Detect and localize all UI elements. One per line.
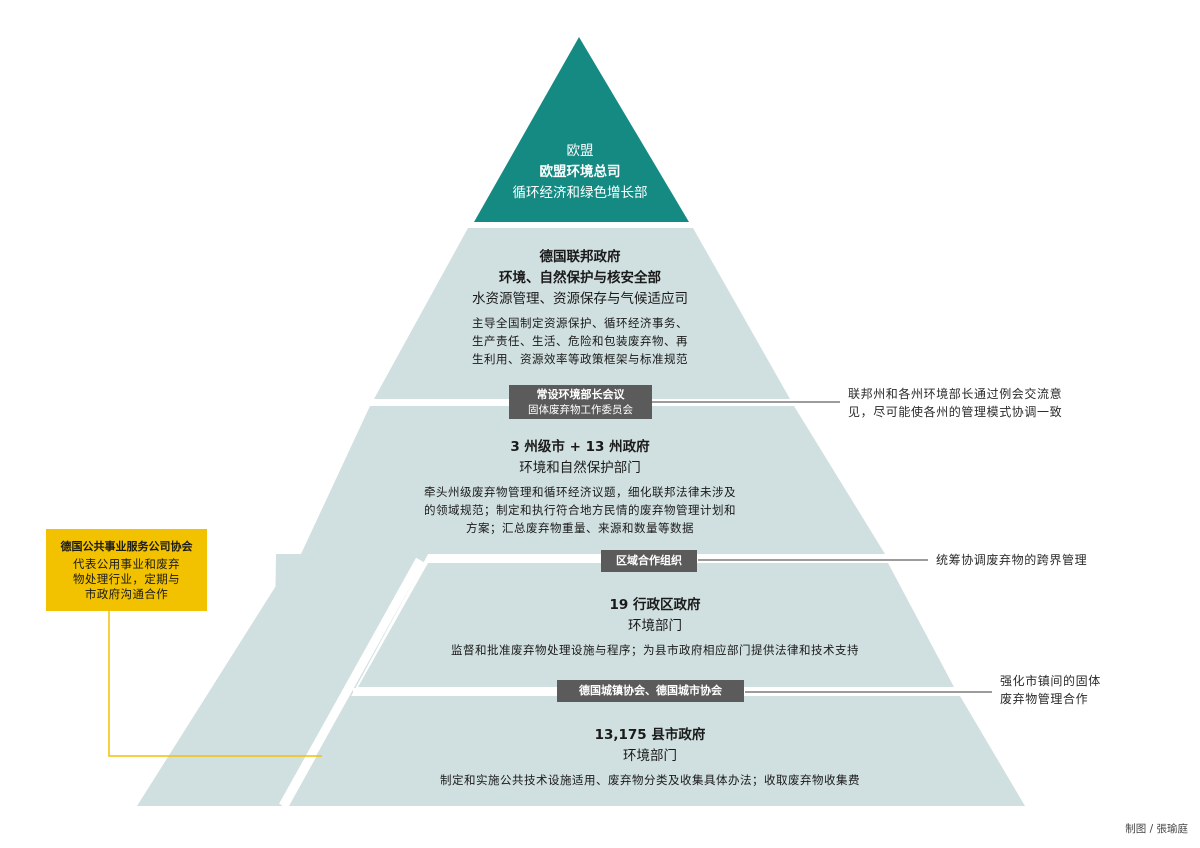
federal-ministry: 环境、自然保护与核安全部 [499, 270, 661, 286]
state-description: 牵头州级废弃物管理和循环经济议题，细化联邦法律未涉及 的领域规范；制定和执行符合… [380, 483, 780, 537]
federal-tier: 德国联邦政府 环境、自然保护与核安全部 水资源管理、资源保存与气候适应司 主导全… [400, 247, 760, 368]
federal-department: 水资源管理、资源保存与气候适应司 [472, 291, 688, 307]
note-municipal: 强化市镇间的固体 废弃物管理合作 [1000, 672, 1101, 708]
separator-band [279, 557, 424, 809]
left-flank-shape [137, 554, 420, 806]
eu-directorate: 欧盟环境总司 [539, 164, 621, 180]
state-tier: 3 州级市 + 13 州政府 环境和自然保护部门 牵头州级废弃物管理和循环经济议… [380, 437, 780, 537]
association-title: 德国公共事业服务公司协会 [60, 540, 193, 553]
conference-label: 常设环境部长会议 [536, 388, 625, 401]
desc-line: 生产责任、生活、危险和包装废弃物、再 [472, 334, 688, 348]
desc-line: 方案；汇总废弃物重量、来源和数量等数据 [466, 521, 694, 535]
desc-line: 生利用、资源效率等政策框架与标准规范 [472, 352, 688, 366]
district-description: 监督和批准废弃物处理设施与程序；为县市政府相应部门提供法律和技术支持 [395, 641, 915, 659]
county-gov: 13,175 县市政府 [594, 727, 706, 743]
district-tier: 19 行政区政府 环境部门 监督和批准废弃物处理设施与程序；为县市政府相应部门提… [395, 595, 915, 659]
eu-tier-shape [474, 37, 689, 222]
conference-tag: 常设环境部长会议 固体废弃物工作委员会 [509, 385, 652, 419]
eu-label: 欧盟 [566, 143, 594, 159]
federal-tier-shape [374, 228, 790, 399]
note-ministers: 联邦州和各州环境部长通过例会交流意 见，尽可能使各州的管理模式协调一致 [848, 385, 1062, 421]
note-line: 见，尽可能使各州的管理模式协调一致 [848, 405, 1063, 419]
association-box: 德国公共事业服务公司协会 代表公用事业和废弃 物处理行业，定期与 市政府沟通合作 [46, 529, 207, 611]
county-description: 制定和实施公共技术设施适用、废弃物分类及收集具体办法；收取废弃物收集费 [380, 771, 920, 789]
desc-line: 代表公用事业和废弃 [72, 557, 181, 571]
desc-line: 的领域规范；制定和执行符合地方民情的废弃物管理计划和 [424, 503, 736, 517]
regional-tag: 区域合作组织 [601, 550, 697, 572]
municipal-assoc-label: 德国城镇协会、德国城市协会 [579, 684, 722, 697]
desc-line: 市政府沟通合作 [84, 587, 169, 601]
district-department: 环境部门 [628, 618, 682, 634]
state-department: 环境和自然保护部门 [519, 460, 641, 476]
credit-text: 制图 / 張瑜庭 [1125, 823, 1188, 835]
committee-label: 固体废弃物工作委员会 [528, 404, 633, 416]
desc-line: 物处理行业，定期与 [72, 572, 181, 586]
eu-tier: 欧盟 欧盟环境总司 循环经济和绿色增长部 [480, 141, 680, 204]
assoc-connector-line [108, 611, 322, 757]
county-tier-shape [289, 696, 1025, 806]
federal-gov: 德国联邦政府 [539, 249, 621, 265]
district-tier-shape [358, 563, 954, 687]
county-tier: 13,175 县市政府 环境部门 制定和实施公共技术设施适用、废弃物分类及收集具… [380, 725, 920, 789]
note-line: 联邦州和各州环境部长通过例会交流意 [848, 387, 1063, 401]
note-line: 强化市镇间的固体 [1000, 674, 1101, 688]
desc-line: 制定和实施公共技术设施适用、废弃物分类及收集具体办法；收取废弃物收集费 [440, 773, 860, 787]
association-description: 代表公用事业和废弃 物处理行业，定期与 市政府沟通合作 [46, 557, 207, 602]
eu-department: 循环经济和绿色增长部 [512, 185, 648, 201]
district-gov: 19 行政区政府 [609, 597, 701, 613]
note-line: 废弃物管理合作 [1000, 692, 1089, 706]
note-regional: 统筹协调废弃物的跨界管理 [936, 551, 1087, 569]
county-department: 环境部门 [623, 748, 677, 764]
desc-line: 监督和批准废弃物处理设施与程序；为县市政府相应部门提供法律和技术支持 [451, 643, 859, 657]
state-tier-shape [273, 406, 885, 757]
desc-line: 主导全国制定资源保护、循环经济事务、 [472, 316, 688, 330]
federal-description: 主导全国制定资源保护、循环经济事务、 生产责任、生活、危险和包装废弃物、再 生利… [400, 314, 760, 368]
state-gov: 3 州级市 + 13 州政府 [510, 439, 650, 455]
regional-label: 区域合作组织 [616, 554, 682, 567]
municipal-assoc-tag: 德国城镇协会、德国城市协会 [557, 680, 744, 702]
note-line: 统筹协调废弃物的跨界管理 [936, 553, 1088, 567]
desc-line: 牵头州级废弃物管理和循环经济议题，细化联邦法律未涉及 [424, 485, 736, 499]
